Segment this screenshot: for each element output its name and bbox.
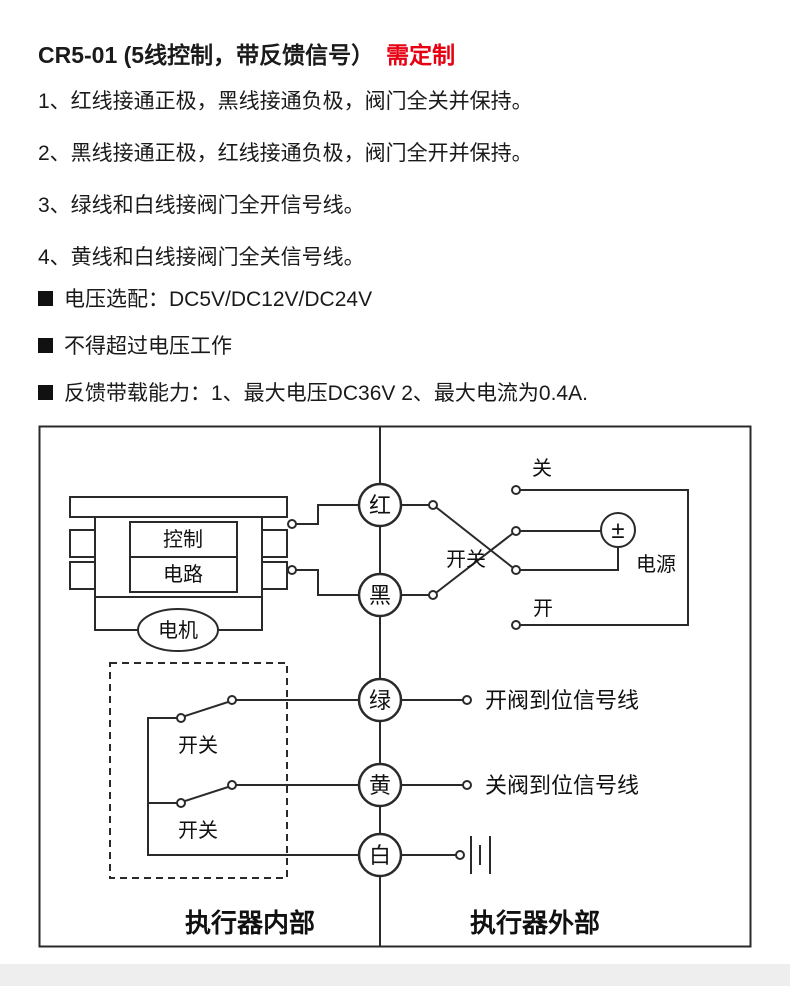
spec-row: 电压选配：DC5V/DC12V/DC24V: [38, 284, 588, 312]
contact-dot: [227, 695, 237, 705]
black-wire-node: [357, 572, 403, 618]
switch-blade: [435, 506, 514, 569]
instruction-list: 1、红线接通正极，黑线接通负极，阀门全关并保持。 2、黑线接通正极，红线接通负极…: [38, 88, 533, 296]
contact-dot: [511, 485, 521, 495]
custom-order-badge: 需定制: [386, 42, 456, 68]
black-wire-label: 黑: [369, 583, 391, 608]
spec-text: 反馈带载能力：1、最大电压DC36V 2、最大电流为0.4A.: [64, 382, 588, 405]
contact-dot: [462, 780, 472, 790]
diagram-border: [38, 425, 752, 948]
spec-list: 电压选配：DC5V/DC12V/DC24V 不得超过电压工作 反馈带载能力：1、…: [38, 284, 588, 425]
power-polarity: ±: [611, 517, 624, 544]
green-wire-label: 绿: [369, 688, 391, 713]
red-wire-node: [357, 482, 403, 528]
contact-dot: [176, 798, 186, 808]
instruction-line: 2、黑线接通正极，红线接通负极，阀门全开并保持。: [38, 142, 533, 165]
instruction-line: 3、绿线和白线接阀门全开信号线。: [38, 194, 365, 217]
terminal-dot: [287, 565, 297, 575]
yellow-wire-node: [357, 762, 403, 808]
red-wire-label: 红: [369, 493, 391, 518]
instruction-line: 1、红线接通正极，黑线接通负极，阀门全关并保持。: [38, 90, 533, 113]
contact-dot: [428, 590, 438, 600]
contact-dot: [227, 780, 237, 790]
white-wire-node: [357, 832, 403, 878]
spec-text: 电压选配：DC5V/DC12V/DC24V: [64, 288, 373, 311]
spec-text: 不得超过电压工作: [64, 335, 232, 358]
yellow-wire-label: 黄: [369, 773, 391, 798]
switch-blade: [435, 532, 514, 594]
motor-symbol: 电机: [94, 596, 263, 652]
close-signal-label: 关阀到位信号线: [485, 773, 639, 798]
contact-dot: [511, 620, 521, 630]
switch-blade: [183, 785, 230, 803]
feedback-switch-label-top: 开关: [178, 734, 218, 757]
wiring-diagram: 控制 电路 电机: [38, 425, 752, 948]
terminal-dot: [287, 519, 297, 529]
wire-labels: 红 黑 绿 黄 白: [357, 482, 403, 878]
controller-label-line1: 控制: [163, 528, 203, 551]
instruction-line: 4、黄线和白线接阀门全关信号线。: [38, 246, 365, 269]
title-row: CR5-01 (5线控制，带反馈信号） 需定制: [38, 36, 455, 70]
open-signal-label: 开阀到位信号线: [485, 688, 639, 713]
actuator-body: 控制 电路: [69, 496, 288, 598]
actuator-terminal-wires: [287, 504, 360, 596]
bullet-square-icon: [38, 384, 53, 400]
green-wire-node: [357, 677, 403, 723]
feedback-switch-label-bottom: 开关: [178, 819, 218, 842]
close-position-label: 关: [532, 457, 552, 480]
spec-row: 反馈带载能力：1、最大电压DC36V 2、最大电流为0.4A.: [38, 378, 588, 406]
contact-dot: [176, 713, 186, 723]
open-position-label: 开: [533, 598, 553, 620]
battery-symbol: [470, 836, 491, 874]
bottom-gray-strip: [0, 964, 790, 986]
motor-label: 电机: [158, 619, 198, 642]
contact-dot: [511, 565, 521, 575]
bullet-square-icon: [38, 337, 53, 353]
switch-label: 开关: [446, 548, 486, 571]
power-source-symbol: [600, 512, 636, 548]
switch-blade: [183, 700, 230, 718]
contact-dot: [455, 850, 465, 860]
feedback-switch-box: 开关 开关: [109, 662, 360, 879]
contact-dot: [428, 500, 438, 510]
actuator-internal-label: 执行器内部: [185, 908, 315, 938]
actuator-external-label: 执行器外部: [470, 908, 600, 938]
signal-wires-external: 开阀到位信号线 关阀到位信号线: [400, 688, 639, 874]
white-wire-label: 白: [369, 843, 391, 868]
power-label: 电源: [636, 553, 676, 576]
power-switch-circuit: 开关 关 开 ± 电源: [400, 457, 689, 630]
page-title: CR5-01 (5线控制，带反馈信号）: [38, 42, 375, 68]
contact-dot: [462, 695, 472, 705]
controller-label-line2: 电路: [163, 563, 203, 586]
contact-dot: [511, 526, 521, 536]
bullet-square-icon: [38, 290, 53, 306]
spec-row: 不得超过电压工作: [38, 331, 588, 359]
